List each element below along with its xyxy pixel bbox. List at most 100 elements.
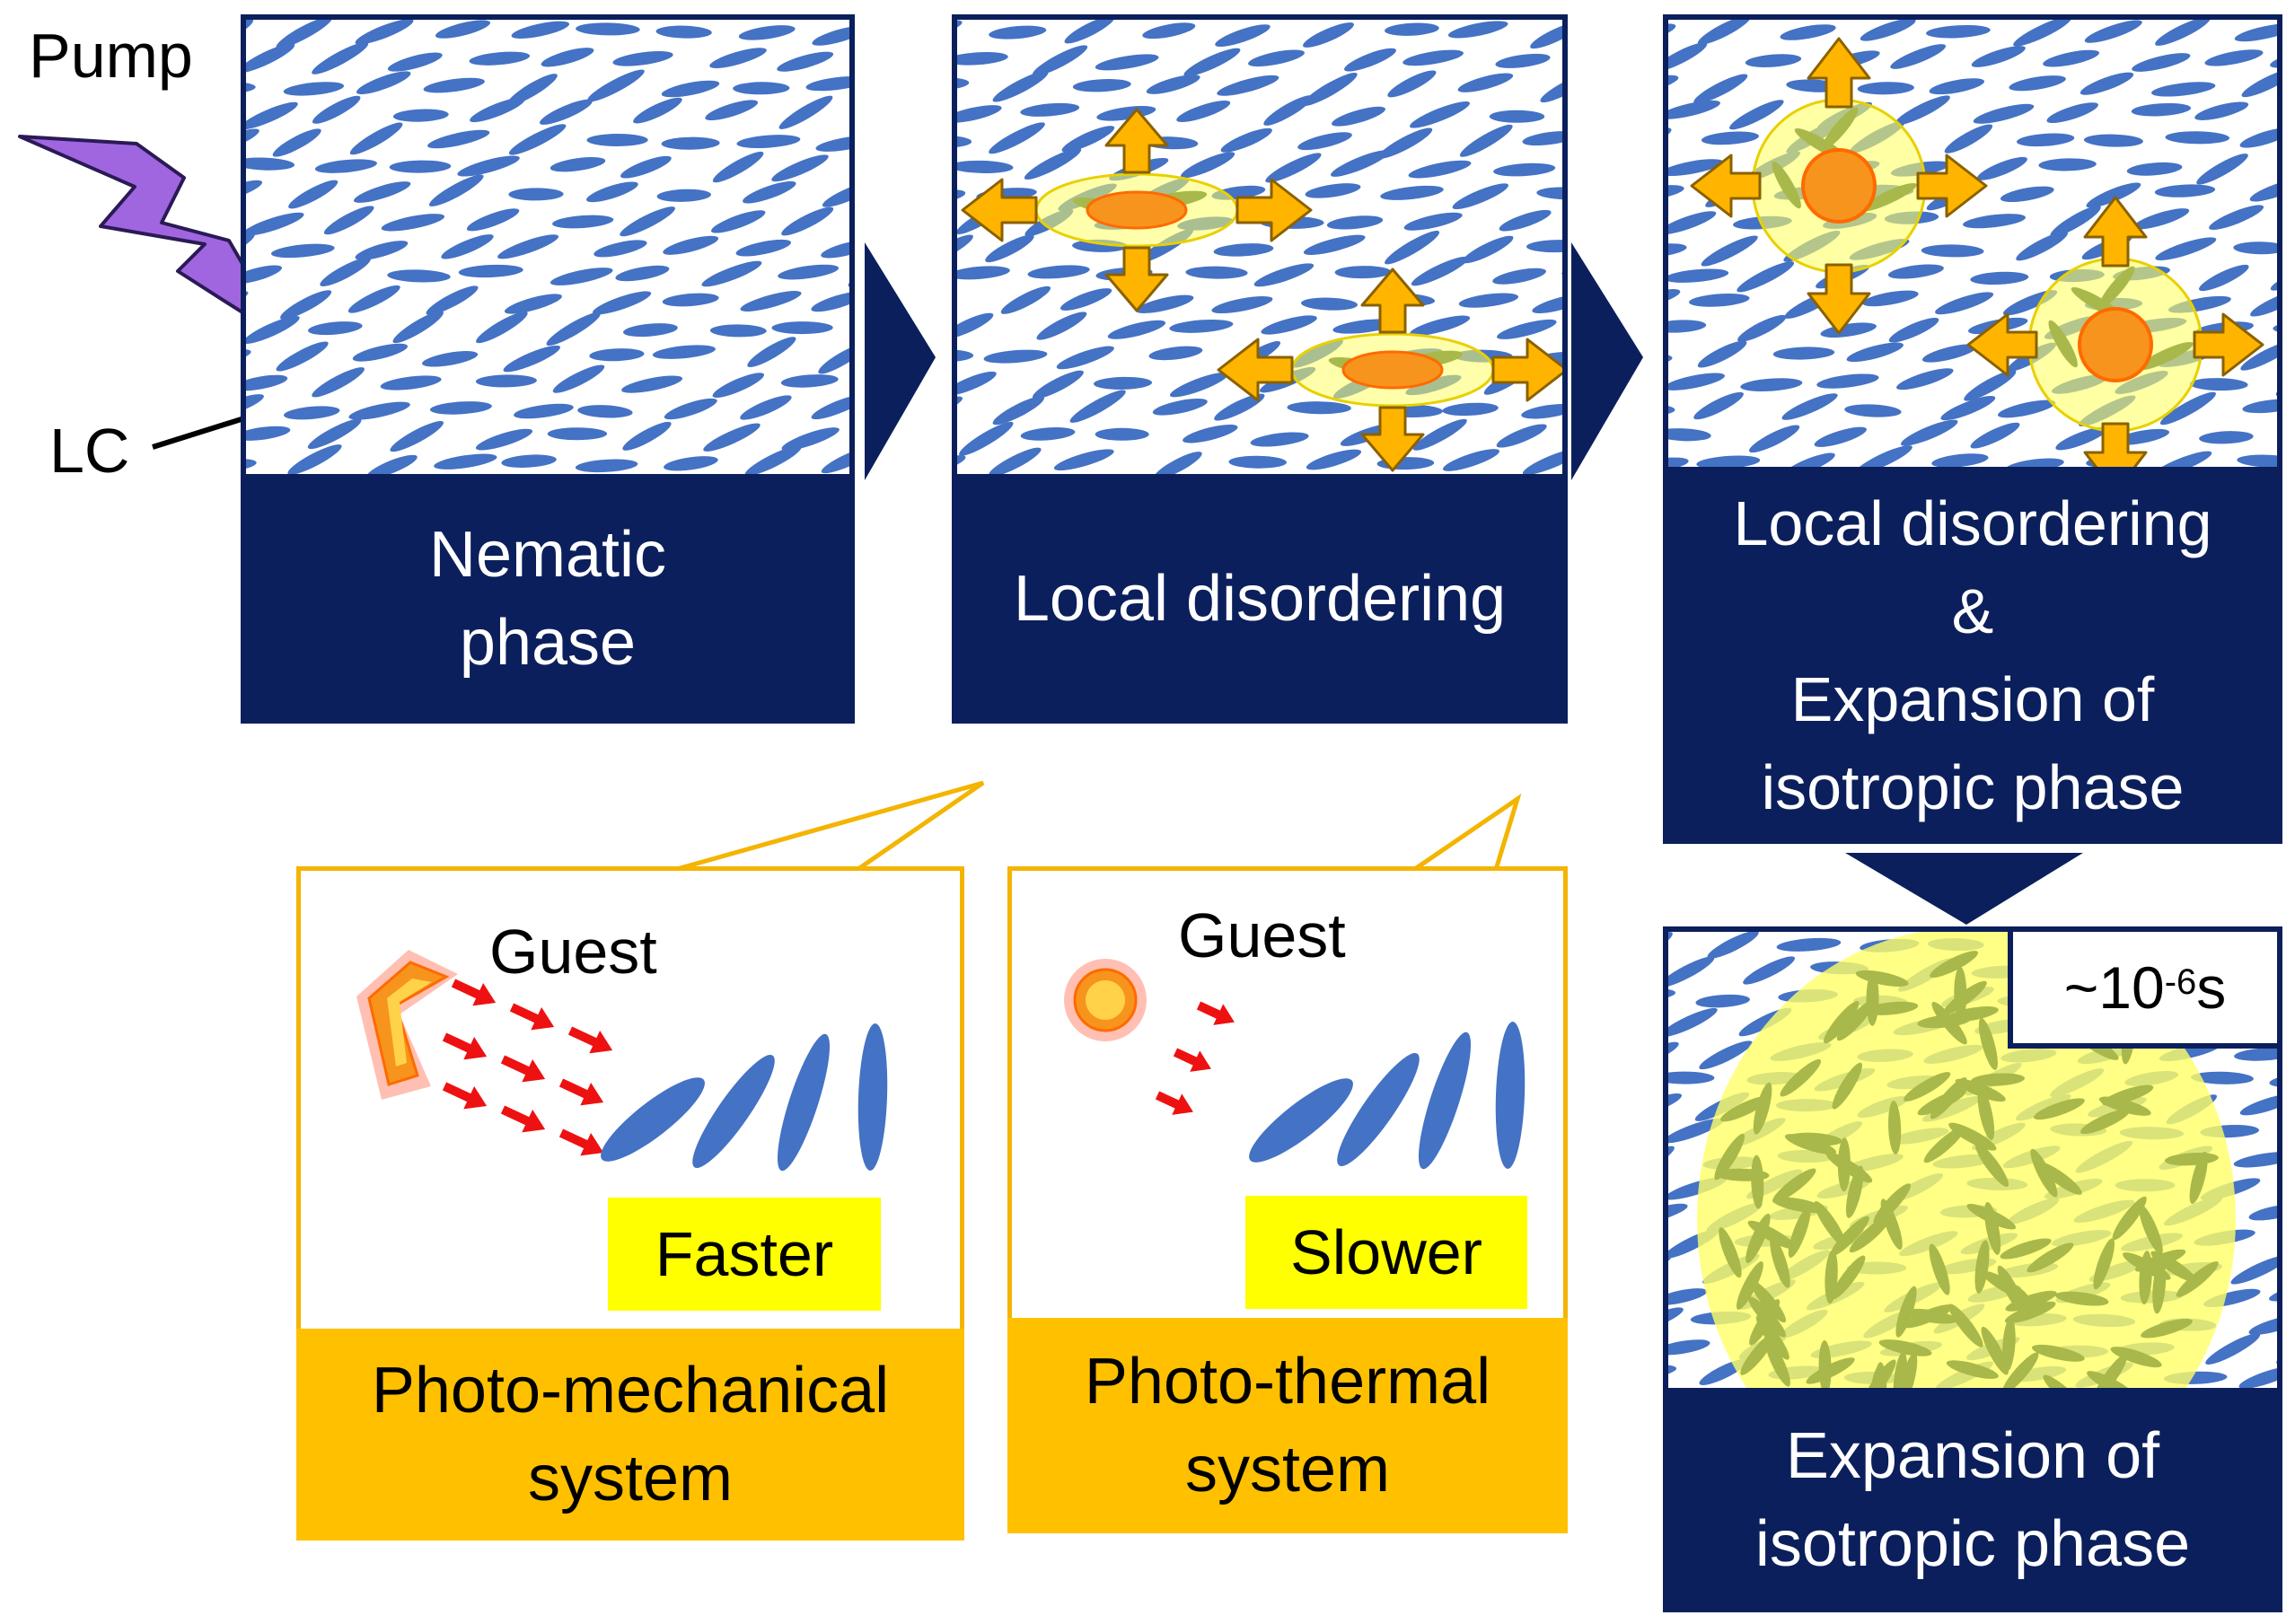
lc-molecule [1729, 100, 1784, 130]
lc-molecule [1447, 21, 1508, 39]
lc-molecule [1857, 82, 1914, 95]
lc-molecule [366, 454, 418, 476]
lc-molecule [777, 51, 834, 72]
lc-molecule [323, 206, 374, 235]
isotropic-molecule [1818, 1340, 1832, 1390]
lc-molecule [1929, 78, 1984, 95]
isotropic-molecule [2000, 1238, 2052, 1260]
lc-molecule [1693, 391, 1744, 420]
lc-molecule [1334, 266, 1392, 279]
isotropic-molecule [2112, 1196, 2147, 1241]
lc-molecule [390, 421, 444, 452]
lc-molecule [985, 234, 1034, 263]
isotropic-molecule [2027, 1242, 2074, 1273]
lc-molecule [1668, 1007, 1718, 1038]
expansion-arrows-icon [961, 108, 1313, 312]
lc-molecule [504, 294, 562, 314]
lc-molecule [811, 394, 849, 420]
caption-local-disordering: Local disordering [952, 474, 1568, 724]
lc-molecule [850, 98, 855, 131]
lc-molecule [380, 375, 442, 391]
isotropic-molecule [1948, 1304, 1983, 1347]
lc-molecule [1060, 288, 1112, 311]
lc-molecule [620, 155, 672, 179]
lc-molecule [957, 160, 1014, 173]
timescale-unit: s [2196, 954, 2227, 1021]
isotropic-molecule [1740, 1332, 1776, 1375]
lc-molecule [1926, 24, 1991, 39]
lc-molecule [1385, 22, 1439, 36]
lc-molecule [246, 157, 295, 171]
lc-molecule [781, 206, 834, 236]
lc-molecule [1410, 101, 1470, 128]
lc-molecule [1297, 132, 1352, 151]
lc-molecule [2205, 1333, 2261, 1365]
lc-molecule [1135, 294, 1194, 313]
lc-molecule [743, 180, 796, 204]
lc-molecule [280, 290, 332, 320]
lc-molecule [1053, 449, 1114, 471]
lc-molecule [2016, 133, 2075, 147]
isotropic-molecule [1824, 1000, 1860, 1044]
lc-molecule [246, 82, 256, 95]
isotropic-molecule [2098, 1096, 2151, 1116]
lc-molecule [664, 398, 717, 420]
lc-molecule [587, 69, 645, 102]
lc-molecule [246, 180, 263, 204]
lc-molecule [356, 71, 411, 94]
isotropic-molecule [1715, 1168, 1770, 1181]
lc-molecule [423, 77, 485, 93]
lc-molecule [1888, 317, 1939, 343]
lc-molecule [1782, 452, 1835, 469]
isotropic-molecule [1751, 1154, 1764, 1209]
lc-molecule [1107, 320, 1166, 339]
lc-molecule [805, 76, 849, 92]
lc-molecule [2132, 53, 2191, 72]
isotropic-molecule [1904, 1072, 1951, 1102]
lc-molecule [1497, 319, 1557, 339]
lc-molecule [1305, 183, 1361, 198]
caption-nematic: Nematic phase [241, 474, 855, 724]
lc-molecule [710, 210, 766, 233]
lc-molecule [1944, 124, 1993, 154]
lc-molecule [1931, 453, 1989, 468]
lc-molecule [320, 257, 371, 286]
lc-molecule [1697, 20, 1751, 45]
lc-molecule [848, 259, 849, 287]
lc-molecule [2046, 102, 2098, 124]
callout-photo-thermal: Guest Slower [1007, 866, 1568, 1324]
lc-molecule [1142, 22, 1196, 40]
lc-molecule [1148, 346, 1203, 361]
lc-molecule [1096, 105, 1156, 121]
lc-molecule [2050, 206, 2101, 237]
lc-molecule [705, 100, 759, 121]
lc-molecule [1844, 404, 1902, 417]
lc-molecule [1963, 214, 2026, 229]
speech-tail-2 [1408, 793, 1522, 875]
lc-molecule [1855, 445, 1912, 469]
lc-molecule [1846, 342, 1904, 363]
lc-molecule [663, 235, 719, 255]
lc-molecule [1069, 390, 1126, 423]
lc-molecule [1176, 101, 1231, 122]
lc-molecule [592, 291, 652, 315]
lc-molecule [276, 341, 329, 372]
lc-molecule [541, 48, 594, 67]
lc-molecule [547, 427, 608, 441]
lc-molecule [2151, 82, 2216, 97]
lc-molecule [2132, 208, 2190, 230]
lc-molecule [2199, 264, 2249, 292]
lc-molecule [2191, 1071, 2254, 1084]
lc-molecule [818, 344, 849, 374]
lc-molecule [2209, 205, 2264, 230]
lc-molecule [1743, 956, 1796, 985]
isotropic-molecule [1888, 1101, 1902, 1154]
lc-molecule [1668, 159, 1724, 177]
isotropic-molecule [2043, 1374, 2085, 1390]
lc-molecule [1860, 20, 1916, 41]
lc-molecule [469, 51, 531, 66]
lc-molecule [738, 25, 796, 40]
timescale-prefix: ~10 [2063, 954, 2165, 1021]
lc-molecule [246, 43, 295, 73]
lc-molecule [246, 128, 259, 154]
